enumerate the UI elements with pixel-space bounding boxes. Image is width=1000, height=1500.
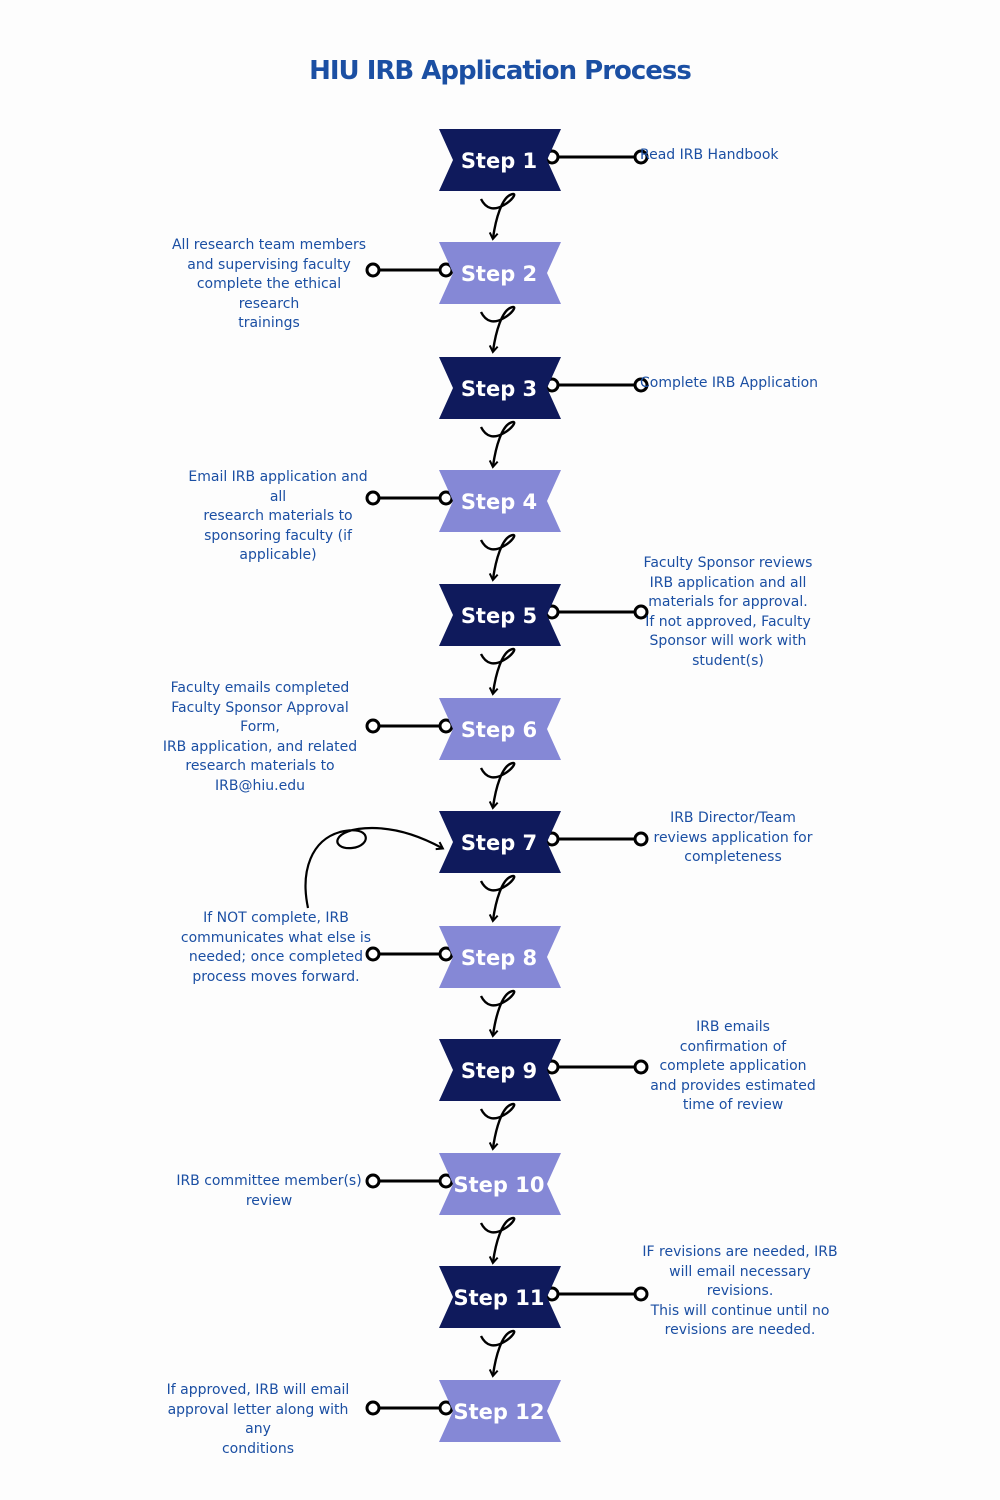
- step-banner-shape: [439, 698, 561, 760]
- connector-node: [633, 1059, 649, 1075]
- step-banner: Step 12: [439, 1380, 561, 1442]
- connector-node: [633, 1286, 649, 1302]
- step-banner-shape: [439, 357, 561, 419]
- step-label: Step 5: [461, 604, 537, 628]
- connector-node: [633, 149, 649, 165]
- flow-arrow: [479, 874, 516, 923]
- step-description: IF revisions are needed, IRB will email …: [642, 1244, 838, 1338]
- connector-node: [633, 377, 649, 393]
- step-label: Step 4: [461, 490, 537, 514]
- step-description: IRB committee member(s) review: [176, 1173, 362, 1209]
- step-label: Step 10: [454, 1173, 545, 1197]
- step-description: IRB Director/Team reviews application fo…: [653, 810, 813, 865]
- step-label: Step 9: [461, 1059, 537, 1083]
- step-banner: Step 10: [439, 1153, 561, 1215]
- step-description: Email IRB application and all research m…: [188, 469, 368, 563]
- loopback-arrow: [304, 826, 445, 909]
- step-banner: Step 4: [439, 470, 561, 532]
- flow-arrow: [479, 1102, 516, 1151]
- step-banner-shape: [439, 242, 561, 304]
- step-banner: Step 1: [439, 129, 561, 191]
- step-description: Complete IRB Application: [640, 375, 819, 391]
- flow-arrow: [479, 1329, 516, 1378]
- diagram-title: HIU IRB Application Process: [309, 56, 692, 86]
- step-label: Step 3: [461, 377, 537, 401]
- step-description: Read IRB Handbook: [640, 147, 779, 163]
- step-label: Step 8: [461, 946, 537, 970]
- step-label: Step 12: [454, 1400, 545, 1424]
- step-banner: Step 6: [439, 698, 561, 760]
- connector-node: [633, 831, 649, 847]
- step-description: Faculty Sponsor reviews IRB application …: [643, 555, 813, 669]
- step-description: Faculty emails completed Faculty Sponsor…: [162, 680, 358, 794]
- step-description: All research team members and supervisin…: [171, 237, 367, 331]
- flow-arrow: [479, 761, 516, 810]
- step-banner-shape: [439, 1039, 561, 1101]
- flow-arrow: [479, 420, 516, 469]
- flow-arrow: [479, 647, 516, 696]
- step-banner-shape: [439, 1380, 561, 1442]
- step-banner-shape: [439, 811, 561, 873]
- flow-arrow: [479, 192, 516, 241]
- step-banner: Step 5: [439, 584, 561, 646]
- step-banner: Step 3: [439, 357, 561, 419]
- step-label: Step 6: [461, 718, 537, 742]
- step-banner: Step 11: [439, 1266, 561, 1328]
- step-label: Step 1: [461, 149, 537, 173]
- step-label: Step 2: [461, 262, 537, 286]
- step-banner-shape: [439, 1266, 561, 1328]
- connector-node: [365, 1173, 381, 1189]
- connector-node: [365, 262, 381, 278]
- flow-arrow: [479, 533, 516, 582]
- connector-node: [365, 946, 381, 962]
- step-banner-shape: [439, 470, 561, 532]
- connector-node: [365, 490, 381, 506]
- step-banner: Step 8: [439, 926, 561, 988]
- step-label: Step 7: [461, 831, 537, 855]
- step-description: If NOT complete, IRB communicates what e…: [180, 910, 372, 985]
- step-banner: Step 9: [439, 1039, 561, 1101]
- step-description: If approved, IRB will email approval let…: [166, 1382, 350, 1457]
- step-label: Step 11: [454, 1286, 545, 1310]
- step-banner-shape: [439, 1153, 561, 1215]
- step-banner-shape: [439, 129, 561, 191]
- flow-arrow: [479, 989, 516, 1038]
- step-banner-shape: [439, 926, 561, 988]
- connector-node: [365, 718, 381, 734]
- step-banner: Step 2: [439, 242, 561, 304]
- step-description: IRB emails confirmation of complete appl…: [650, 1019, 816, 1113]
- step-banner: Step 7: [439, 811, 561, 873]
- step-banner-shape: [439, 584, 561, 646]
- flow-arrow: [479, 305, 516, 354]
- flow-arrow: [479, 1216, 516, 1265]
- connector-node: [633, 604, 649, 620]
- connector-node: [365, 1400, 381, 1416]
